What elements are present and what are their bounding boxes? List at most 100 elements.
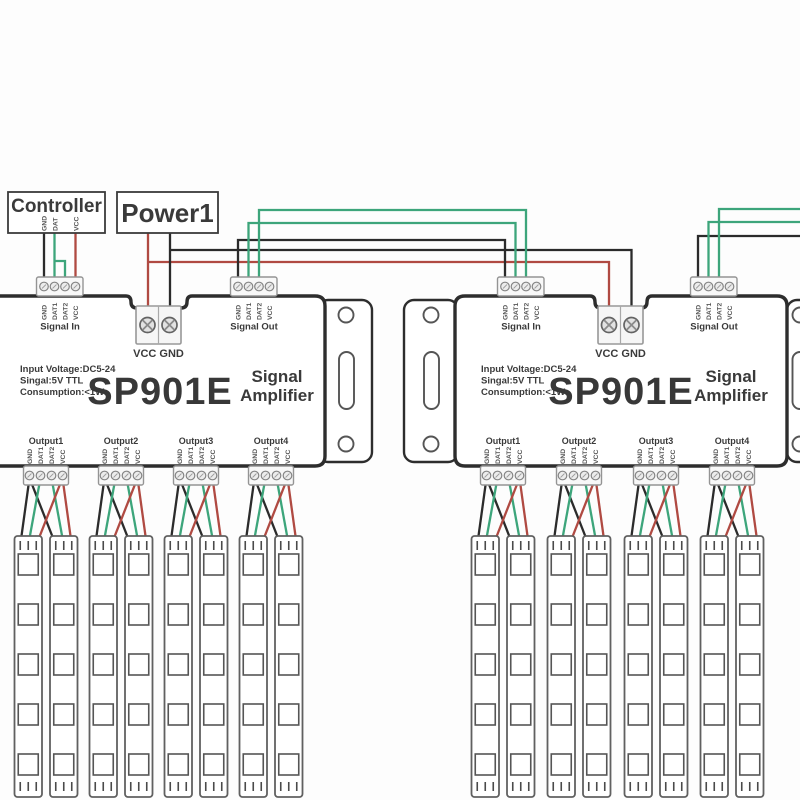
amplifier-1-body xyxy=(0,294,327,468)
output-wire xyxy=(705,477,717,546)
pin-label: DAT1 xyxy=(724,447,731,464)
screw-slot-icon xyxy=(177,473,182,478)
output-wire xyxy=(185,477,214,546)
pin-label: GND xyxy=(560,449,567,464)
pin-label: DAT1 xyxy=(513,303,520,320)
led-chip-icon xyxy=(662,603,685,626)
output-wire xyxy=(492,477,521,546)
led-chip-icon xyxy=(202,653,225,676)
led-chip-icon xyxy=(550,603,573,626)
led-chip-icon xyxy=(703,553,726,576)
screw-slot-icon xyxy=(267,284,272,289)
screw-cross-icon xyxy=(163,319,176,331)
led-chip-icon xyxy=(662,753,685,776)
led-chip-icon xyxy=(738,603,761,626)
terminal-block xyxy=(247,465,295,486)
led-chip-icon xyxy=(17,653,40,676)
mount-slot-icon xyxy=(423,351,440,410)
screw-slot-icon xyxy=(199,473,204,478)
pin-label: GND xyxy=(102,449,109,464)
led-chip-icon xyxy=(703,603,726,626)
led-chip-icon xyxy=(474,653,497,676)
pin-label: GND xyxy=(27,449,34,464)
led-chip-icon xyxy=(550,753,573,776)
pin-label: DAT2 xyxy=(735,447,742,464)
output-wire xyxy=(260,477,289,546)
screw-slot-icon xyxy=(502,284,508,289)
screw-slot-icon xyxy=(513,284,518,289)
led-strip xyxy=(506,535,536,798)
pin-label: VCC xyxy=(534,306,541,320)
output-wire xyxy=(286,477,298,546)
led-chip-icon xyxy=(242,653,265,676)
led-chip-icon xyxy=(509,753,532,776)
amp2-out-gnd-wire xyxy=(696,234,800,283)
pin-label: VCC xyxy=(73,306,80,320)
pin-label: VCC xyxy=(210,450,217,464)
screw-slot-icon xyxy=(724,473,729,478)
led-chip-icon xyxy=(167,753,190,776)
bracket-amp1-right xyxy=(316,298,374,464)
pin-label: DAT1 xyxy=(38,447,45,464)
connector-label: Signal Out xyxy=(690,322,738,333)
terminal-block xyxy=(22,465,70,486)
led-chip-icon xyxy=(127,703,150,726)
screw-slot-icon xyxy=(52,284,57,289)
led-strip xyxy=(199,535,229,798)
controller-label: Controller xyxy=(11,196,102,217)
pin-label: DAT2 xyxy=(506,447,513,464)
screw-slot-icon xyxy=(695,284,701,289)
pin-label: DAT1 xyxy=(571,447,578,464)
pin-label: DAT2 xyxy=(257,303,264,320)
output-label: Output2 xyxy=(562,436,597,446)
led-chip-icon xyxy=(585,753,608,776)
led-chip-icon xyxy=(738,653,761,676)
led-chip-icon xyxy=(277,603,300,626)
screw-slot-icon xyxy=(713,473,718,478)
led-chip-icon xyxy=(202,753,225,776)
led-chip-icon xyxy=(127,653,150,676)
led-chip-icon xyxy=(52,703,75,726)
mount-slot-icon xyxy=(338,351,355,410)
pin-label: DAT1 xyxy=(648,447,655,464)
screw-slot-icon xyxy=(41,284,47,289)
led-chip-icon xyxy=(17,703,40,726)
led-chip-icon xyxy=(202,603,225,626)
pin-label: VCC xyxy=(517,450,524,464)
pin-label: GND xyxy=(713,449,720,464)
output-wire xyxy=(275,477,290,546)
led-chip-icon xyxy=(242,753,265,776)
screw-slot-icon xyxy=(263,473,268,478)
output-wire xyxy=(28,477,57,546)
mount-hole-icon xyxy=(422,306,440,324)
pin-label: VCC xyxy=(670,450,677,464)
led-chip-icon xyxy=(703,653,726,676)
led-chip-icon xyxy=(662,703,685,726)
power1-box: Power1 xyxy=(116,191,219,234)
output-wire xyxy=(713,477,728,546)
output-wire xyxy=(485,477,514,546)
led-chip-icon xyxy=(277,553,300,576)
led-chip-icon xyxy=(474,703,497,726)
led-chip-icon xyxy=(202,703,225,726)
output-wire xyxy=(476,477,488,546)
pin-label: DAT1 xyxy=(263,447,270,464)
pin-label: VCC xyxy=(60,450,67,464)
device-title-line1: Signal xyxy=(251,367,302,386)
led-chip-icon xyxy=(703,753,726,776)
led-chip-icon xyxy=(277,753,300,776)
output-wire xyxy=(110,477,139,546)
led-chip-icon xyxy=(127,553,150,576)
output-label: Output1 xyxy=(29,436,64,446)
led-chip-icon xyxy=(509,653,532,676)
led-chip-icon xyxy=(127,603,150,626)
spec-line-2: Singal:5V TTL xyxy=(481,376,545,387)
output-label: Output3 xyxy=(639,436,674,446)
output-wire xyxy=(61,477,73,546)
